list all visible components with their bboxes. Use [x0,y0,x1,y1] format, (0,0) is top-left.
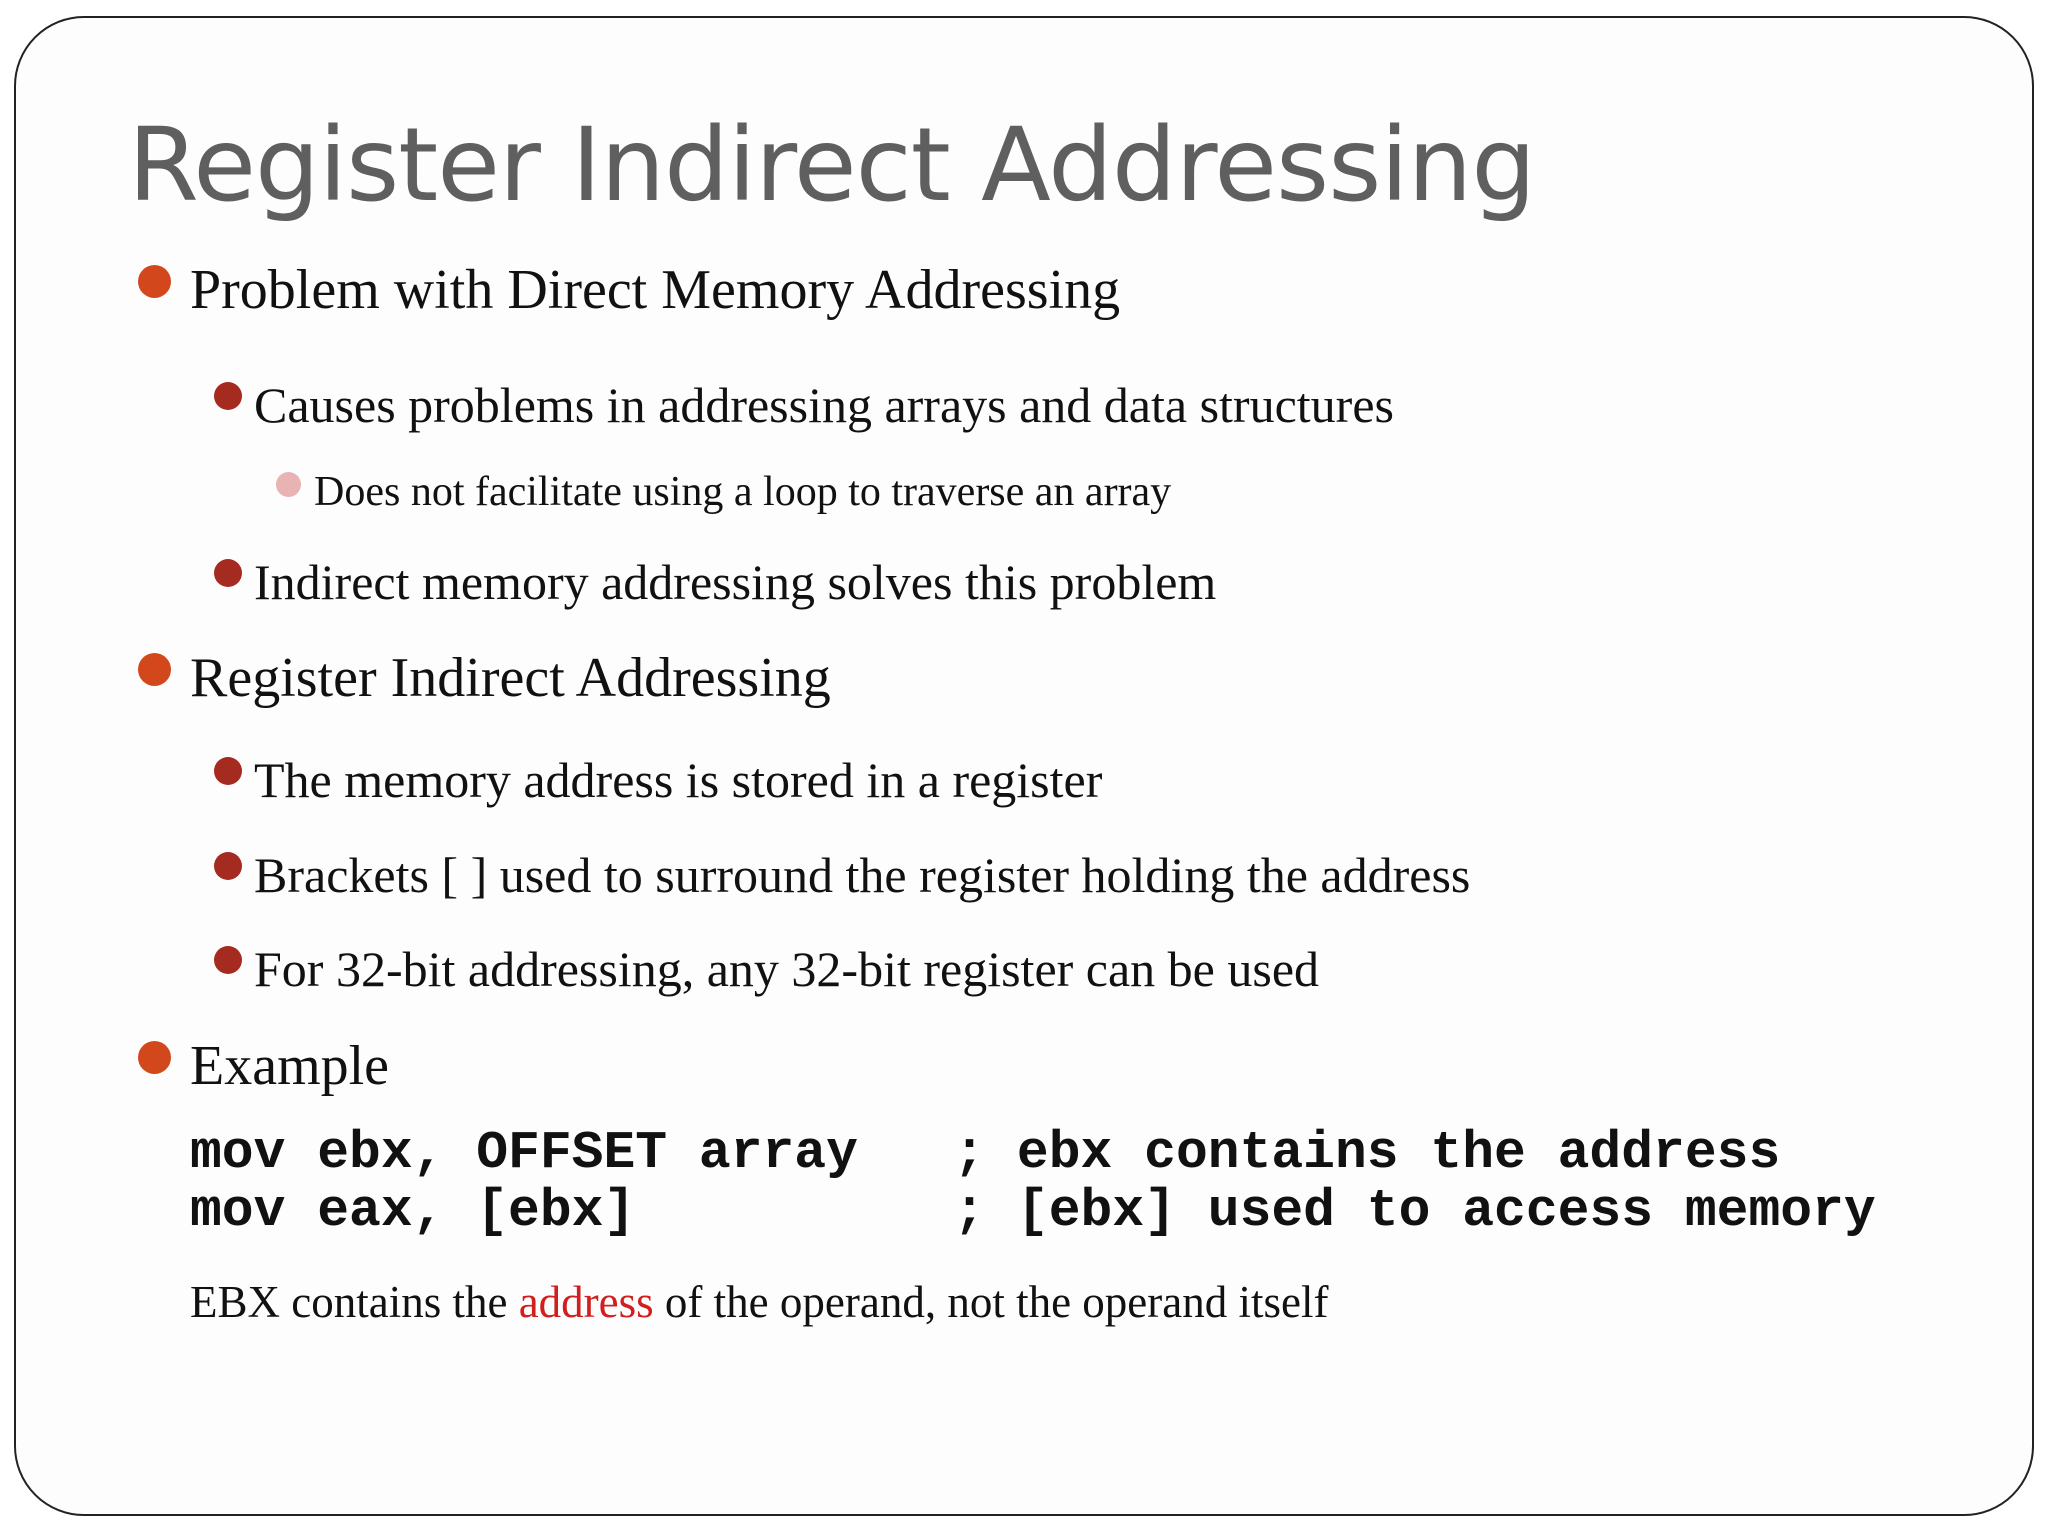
bullet-dot-icon [214,382,242,410]
bullet-register-indirect: Register Indirect Addressing [138,646,831,710]
bullet-text: Example [190,1035,390,1097]
sub-bullet-32-bit: For 32-bit addressing, any 32-bit regist… [214,940,1320,998]
bullet-dot-icon [214,946,242,974]
bullet-text: Register Indirect Addressing [190,647,831,709]
code-example: mov ebx, OFFSET array ; ebx contains the… [190,1124,1876,1240]
bullet-text: The memory address is stored in a regist… [254,752,1103,808]
bullet-text: Causes problems in addressing arrays and… [254,377,1394,433]
bullet-problem-direct-addressing: Problem with Direct Memory Addressing [138,258,1121,322]
note-highlight-address: address [518,1277,654,1327]
sub-bullet-causes-problems: Causes problems in addressing arrays and… [214,376,1394,434]
bullet-text: Brackets [ ] used to surround the regist… [254,847,1471,903]
sub-bullet-address-in-register: The memory address is stored in a regist… [214,751,1103,809]
bullet-text: Indirect memory addressing solves this p… [254,554,1217,610]
bullet-dot-icon [214,757,242,785]
code-line-2: mov eax, [ebx] ; [ebx] used to access me… [190,1181,1876,1241]
bullet-dot-icon [138,1041,171,1074]
bullet-text: Does not facilitate using a loop to trav… [314,469,1172,515]
bullet-text: For 32-bit addressing, any 32-bit regist… [254,941,1320,997]
bullet-dot-icon [138,653,171,686]
explanation-note: EBX contains the address of the operand,… [190,1276,1328,1328]
code-line-1: mov ebx, OFFSET array ; ebx contains the… [190,1123,1781,1183]
sub-bullet-indirect-solves: Indirect memory addressing solves this p… [214,553,1217,611]
note-text-after: of the operand, not the operand itself [653,1277,1329,1327]
sub-bullet-brackets: Brackets [ ] used to surround the regist… [214,846,1471,904]
slide: Register Indirect Addressing Problem wit… [14,16,2034,1516]
bullet-dot-icon [138,265,171,298]
bullet-dot-icon [214,559,242,587]
slide-title: Register Indirect Addressing [128,106,1536,225]
note-text-before: EBX contains the [190,1277,519,1327]
bullet-example: Example [138,1034,390,1098]
sub-sub-bullet-no-loop: Does not facilitate using a loop to trav… [276,468,1172,516]
bullet-dot-icon [276,472,301,497]
bullet-dot-icon [214,852,242,880]
bullet-text: Problem with Direct Memory Addressing [190,259,1121,321]
